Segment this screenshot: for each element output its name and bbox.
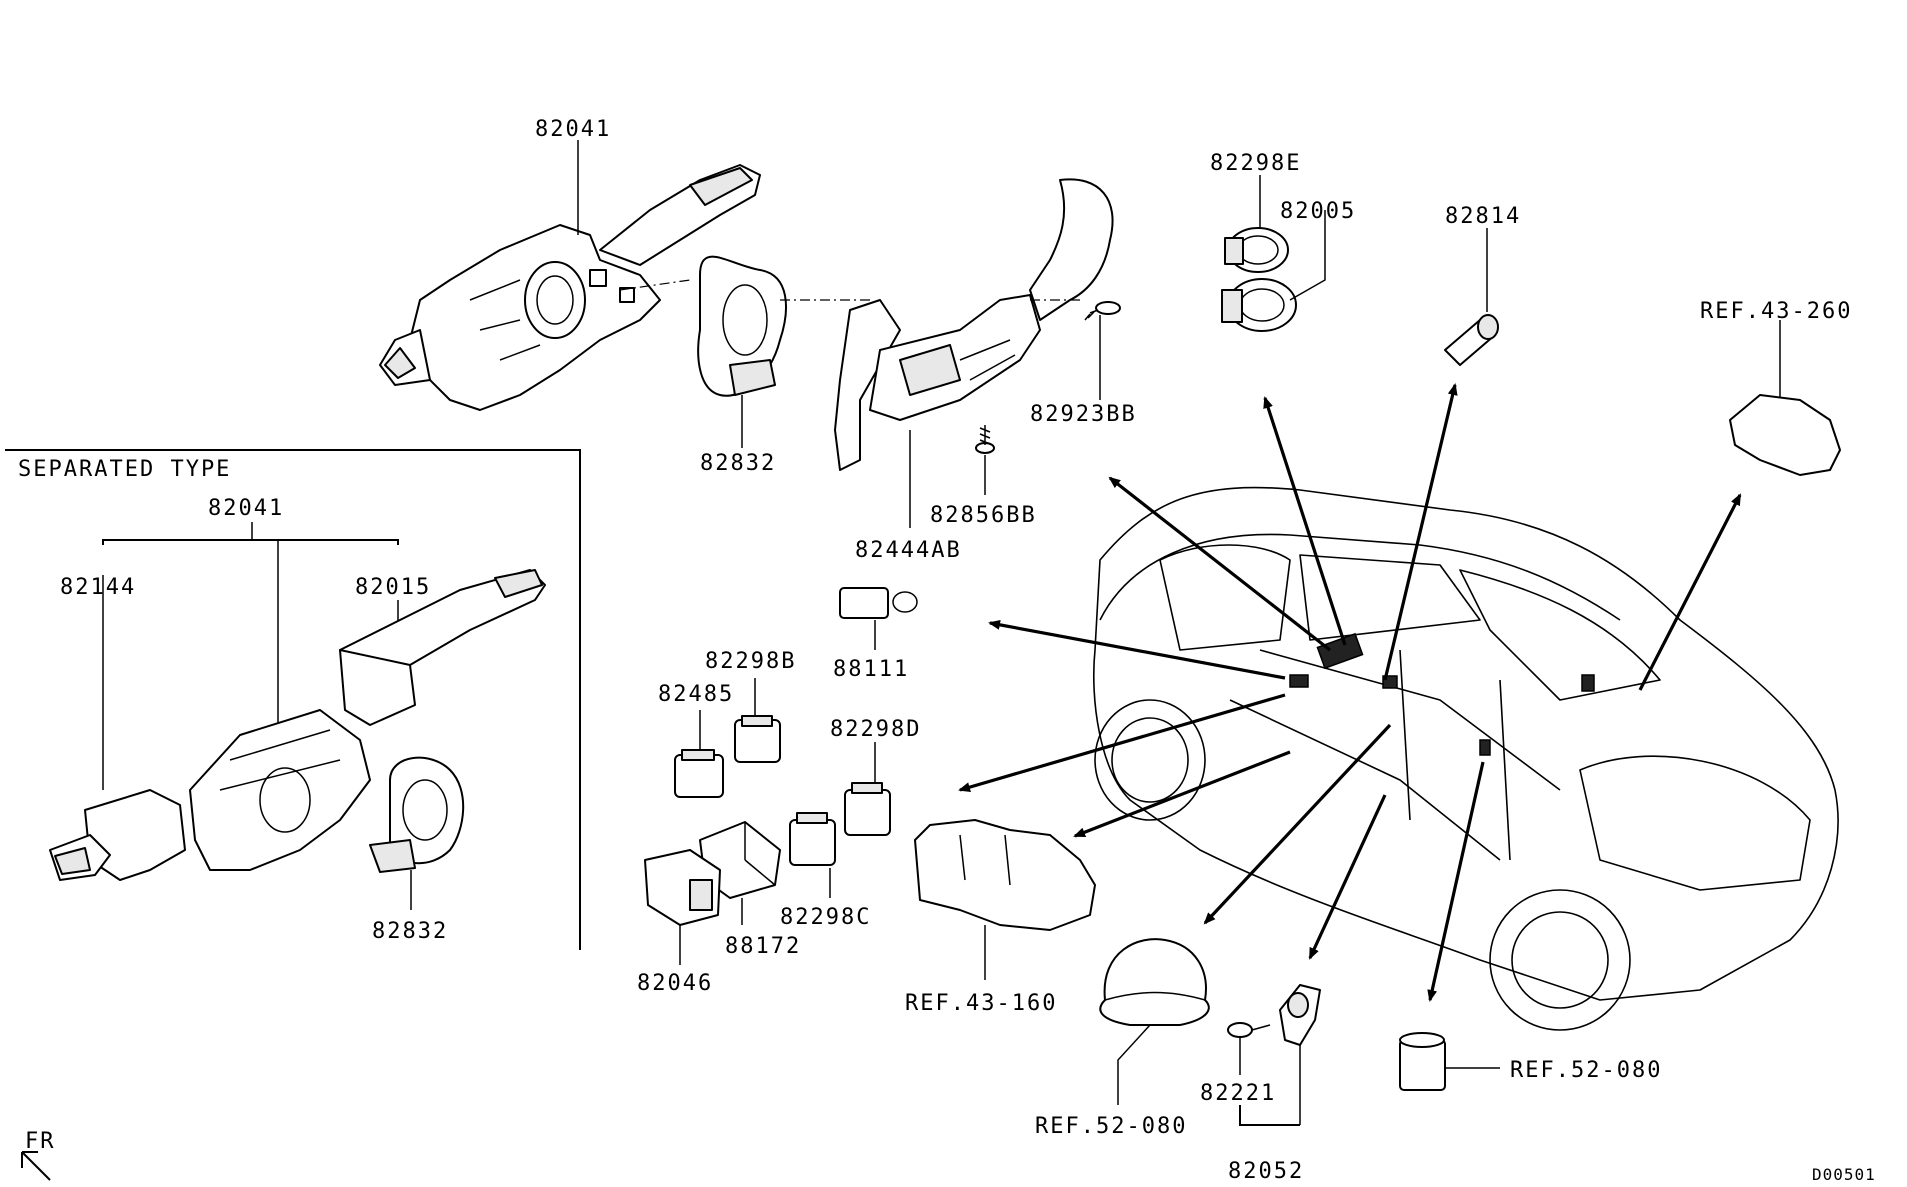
label-ref-52-080-b: REF.52-080 xyxy=(1510,1058,1662,1083)
wiper-switch-separated xyxy=(339,569,546,726)
label-82814: 82814 xyxy=(1445,204,1521,229)
label-82041-separated: 82041 xyxy=(208,496,284,521)
label-82015: 82015 xyxy=(355,575,431,600)
label-82221: 82221 xyxy=(1200,1081,1276,1106)
front-direction-indicator: FR xyxy=(21,1129,56,1181)
clock-spring-separated xyxy=(369,756,465,910)
switch-88111 xyxy=(839,587,918,650)
switch-82046 xyxy=(644,849,721,965)
svg-text:82444AB: 82444AB xyxy=(855,538,962,563)
light-switch-separated xyxy=(49,789,186,881)
sensor-82052 xyxy=(1227,984,1321,1126)
label-82923BB: 82923BB xyxy=(1030,402,1137,427)
label-82005: 82005 xyxy=(1280,199,1356,224)
ref-52-080-dome xyxy=(1099,938,1210,1105)
ref-43-160-part xyxy=(914,819,1096,980)
label-88111: 88111 xyxy=(833,657,909,682)
switch-82485 xyxy=(674,710,724,798)
label-82832-separated: 82832 xyxy=(372,919,448,944)
drawing-id: D00501 xyxy=(1812,1165,1876,1184)
clock-spring-top xyxy=(697,255,870,397)
ref-43-260-part xyxy=(1729,320,1841,476)
svg-text:82832: 82832 xyxy=(700,451,776,476)
switch-82298D xyxy=(844,742,891,836)
paddle-shift-bracket xyxy=(834,178,1114,471)
separated-type-title: SEPARATED TYPE xyxy=(18,457,231,482)
label-82046: 82046 xyxy=(637,971,713,996)
label-ref-43-260: REF.43-260 xyxy=(1700,299,1852,324)
combination-switch-assembly xyxy=(379,164,761,411)
switch-82298B xyxy=(734,678,781,763)
screw-82923BB xyxy=(1084,301,1121,400)
callout-arrows xyxy=(958,383,1742,1002)
label-ref-52-080-a: REF.52-080 xyxy=(1035,1114,1187,1139)
label-82832-main: 82832 xyxy=(700,395,776,476)
switch-82298C xyxy=(789,812,836,898)
label-82298B: 82298B xyxy=(705,649,796,674)
switch-body-separated xyxy=(189,709,371,871)
switch-82298E xyxy=(1224,175,1289,273)
label-82444AB: 82444AB xyxy=(855,430,962,563)
separated-type-frame: SEPARATED TYPE xyxy=(5,449,581,950)
label-82485: 82485 xyxy=(658,682,734,707)
label-82298C: 82298C xyxy=(780,905,871,930)
socket-82814 xyxy=(1444,228,1499,366)
front-direction-label: FR xyxy=(25,1129,56,1154)
ref-52-080-cylinder xyxy=(1399,1032,1500,1091)
label-82041-main: 82041 xyxy=(535,117,611,235)
screw-82856BB xyxy=(975,425,995,495)
label-ref-43-160: REF.43-160 xyxy=(905,991,1057,1016)
switch-82005 xyxy=(1221,210,1326,332)
label-82298D: 82298D xyxy=(830,717,921,742)
label-82298E: 82298E xyxy=(1210,151,1301,176)
vehicle-outline xyxy=(1092,486,1839,1031)
svg-text:82041: 82041 xyxy=(535,117,611,142)
label-88172: 88172 xyxy=(725,934,801,959)
label-82052: 82052 xyxy=(1228,1159,1304,1184)
label-82856BB: 82856BB xyxy=(930,503,1037,528)
label-82144: 82144 xyxy=(60,575,136,600)
